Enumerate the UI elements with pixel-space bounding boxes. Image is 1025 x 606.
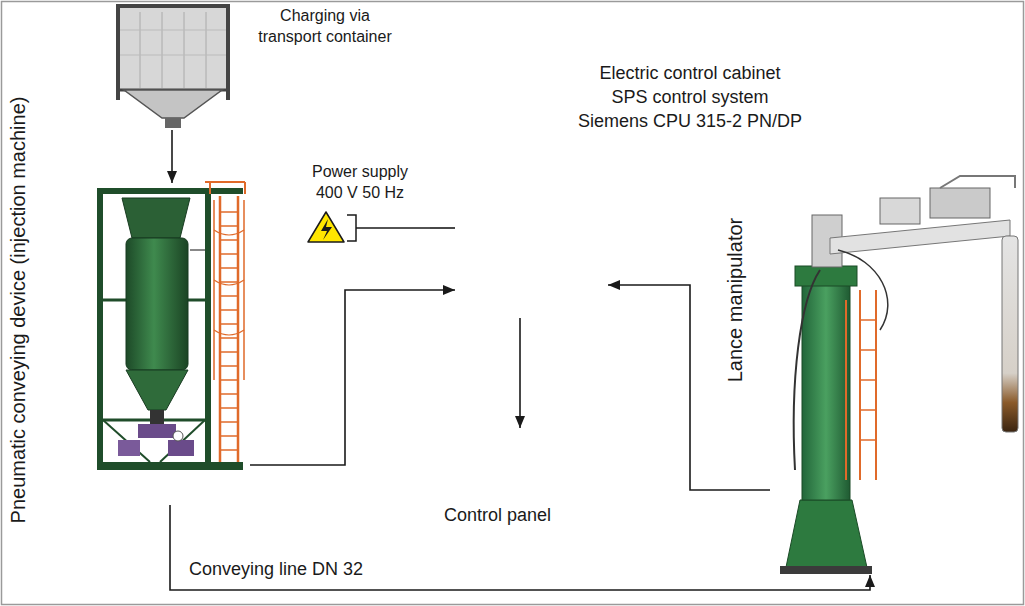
access-ladder	[205, 182, 245, 194]
equipment-node: Lance manipulator	[770, 172, 1022, 575]
access-ladder	[220, 407, 238, 409]
control-cabinet-node: Electric control cabinetSPS control syst…	[455, 200, 608, 318]
injection-machine	[168, 440, 194, 456]
transport-container	[120, 30, 226, 31]
access-ladder	[220, 393, 238, 395]
access-ladder	[220, 225, 238, 227]
transport-container	[162, 12, 163, 88]
node-text: Electric control cabinet	[547, 62, 833, 85]
lance-manipulator	[859, 290, 861, 480]
lance-manipulator	[830, 220, 1010, 254]
supply-node: Power supply400 V 50 Hz	[290, 160, 430, 248]
injection-machine	[126, 238, 188, 370]
access-ladder	[220, 253, 238, 255]
lance-manipulator	[930, 188, 990, 218]
lance-manipulator	[802, 285, 850, 500]
access-ladder	[220, 449, 238, 451]
lance-manipulator	[838, 250, 888, 330]
flow-arrow	[250, 290, 455, 465]
warning-symbol	[308, 212, 344, 242]
node-text: 400 V 50 Hz	[290, 183, 430, 204]
injection-machine	[173, 431, 183, 441]
access-ladder	[220, 421, 238, 423]
transport-container	[184, 12, 185, 88]
transport-container	[206, 12, 207, 88]
transport-container	[116, 6, 120, 100]
lance-manipulator	[860, 379, 876, 381]
lance-manipulator	[795, 266, 857, 286]
access-ladder	[220, 435, 238, 437]
access-ladder	[220, 351, 238, 353]
access-ladder	[220, 323, 238, 325]
lance-manipulator	[845, 300, 847, 480]
access-ladder	[214, 200, 244, 380]
flow-arrow	[171, 130, 173, 183]
access-ladder	[220, 281, 238, 283]
injection-machine	[150, 410, 164, 424]
node-text: SPS control system	[547, 86, 833, 109]
lance-manipulator	[780, 566, 872, 574]
access-ladder	[220, 379, 238, 381]
transport-container	[226, 6, 230, 100]
lance-manipulator	[860, 349, 876, 351]
node-text: Siemens CPU 315-2 PN/DP	[547, 110, 833, 133]
warning-symbol	[308, 212, 344, 242]
access-ladder	[220, 239, 238, 241]
vertical-label: Pneumatic conveying device (injection ma…	[5, 97, 31, 524]
access-ladder	[214, 230, 244, 335]
injection-machine	[138, 424, 176, 438]
lance-manipulator	[785, 500, 868, 572]
node-text: Control panel	[430, 504, 565, 527]
transport-container	[120, 55, 226, 56]
line-label: Conveying line DN 32	[186, 558, 366, 581]
injection-machine	[97, 188, 243, 194]
transport-container	[165, 118, 181, 128]
container-node: Charging via transport container	[112, 2, 236, 130]
supply-bracket	[356, 227, 430, 229]
injection-machine	[126, 370, 188, 410]
access-ladder	[220, 365, 238, 367]
injection-machine	[97, 188, 103, 470]
transport-container	[124, 90, 222, 118]
access-ladder	[220, 337, 238, 339]
supply-bracket	[347, 215, 356, 241]
node-text: Charging via transport container	[248, 6, 402, 48]
injection-machine	[118, 440, 140, 456]
injection-machine	[190, 249, 205, 251]
lance-manipulator	[940, 176, 1015, 188]
flow-arrow	[170, 505, 870, 590]
control-panel-node: Control panel	[430, 428, 565, 530]
equipment-node: Pneumatic conveying device (injection ma…	[95, 183, 250, 505]
lance-manipulator	[875, 290, 877, 480]
injection-machine	[205, 188, 211, 470]
flow-arrow	[519, 318, 521, 428]
lance-manipulator	[780, 176, 1018, 574]
access-ladder	[220, 309, 238, 311]
vertical-label: Lance manipulator	[722, 218, 748, 383]
warning-symbol	[321, 219, 332, 240]
injection-machine	[97, 188, 243, 470]
access-ladder	[220, 295, 238, 297]
transport-container	[116, 6, 230, 128]
injection-machine	[97, 462, 243, 470]
supply-line	[430, 227, 455, 229]
lance-manipulator	[1002, 236, 1018, 432]
node-text: Power supply	[290, 162, 430, 183]
access-ladder	[205, 182, 245, 462]
transport-container	[118, 6, 228, 90]
access-ladder	[220, 267, 238, 269]
lance-manipulator	[860, 409, 876, 411]
transport-container	[140, 12, 141, 88]
access-ladder	[220, 211, 238, 213]
injection-machine	[122, 198, 190, 238]
lance-manipulator	[880, 198, 920, 224]
lance-manipulator	[860, 439, 876, 441]
lance-manipulator	[860, 319, 876, 321]
transport-container	[116, 4, 230, 8]
supply-bracket	[347, 215, 430, 241]
lance-manipulator	[794, 270, 820, 470]
